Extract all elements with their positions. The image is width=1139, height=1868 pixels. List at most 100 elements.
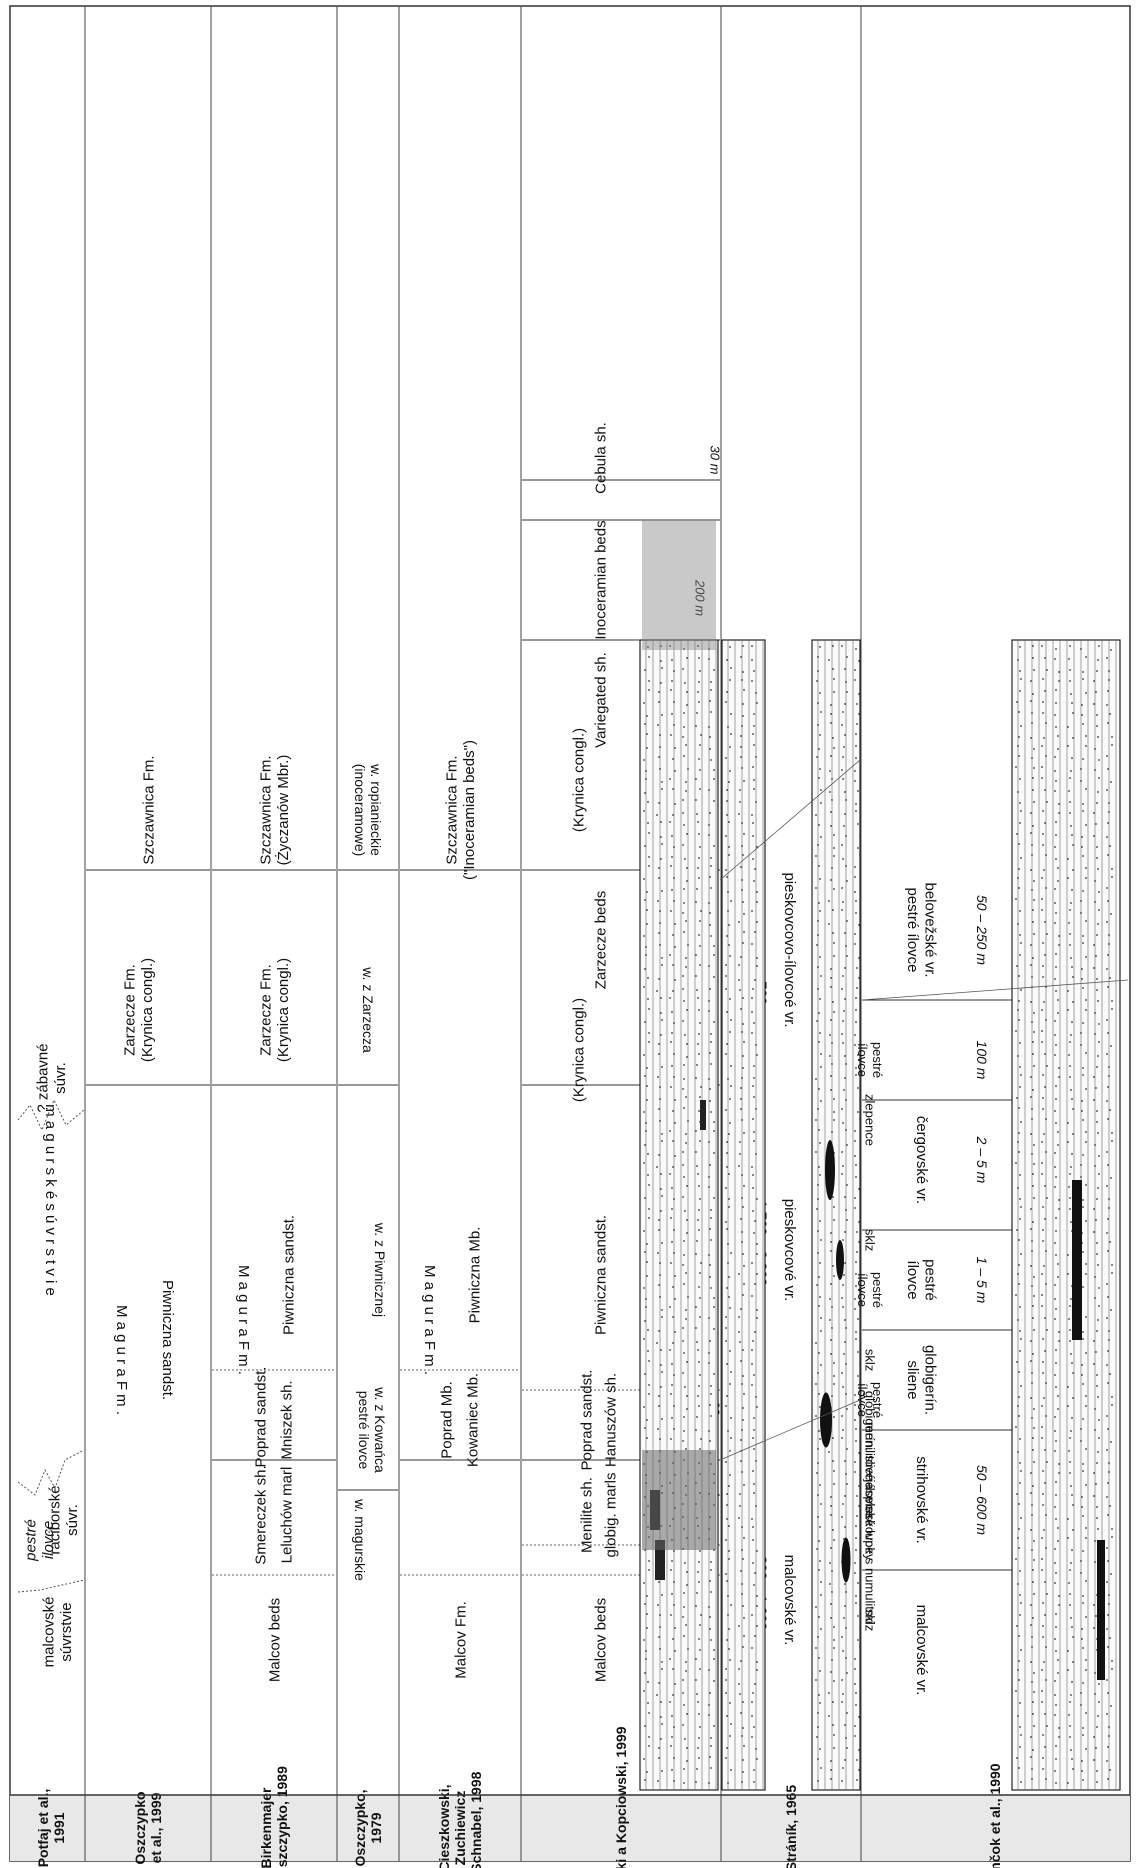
svg-text:Oszczypkoet al., 1999: Oszczypkoet al., 1999 (132, 1791, 164, 1864)
svg-text:Zarzecze beds: Zarzecze beds (592, 891, 609, 989)
unit-label: Poprad Mb. (438, 1381, 455, 1459)
svg-text:Piwniczna sandst.: Piwniczna sandst. (280, 1215, 297, 1335)
svg-text:Smereczek sh.: Smereczek sh. (252, 1465, 269, 1564)
svg-text:(Krynica congl.): (Krynica congl.) (570, 728, 587, 832)
svg-text:w. z Piwnicznej: w. z Piwnicznej (372, 1222, 388, 1317)
unit-label: Hanuszów sh. (602, 1373, 619, 1467)
svg-text:Malcov Fm.: Malcov Fm. (452, 1601, 469, 1679)
column-header: Jankowski a Kopciowski, 1999 (613, 1726, 629, 1868)
svg-text:Poprad sandst.: Poprad sandst. (252, 1367, 269, 1468)
svg-text:Piwniczna sandst.: Piwniczna sandst. (592, 1215, 609, 1335)
svg-text:Szczawnica Fm.("Inoceramian be: Szczawnica Fm.("Inoceramian beds") (444, 740, 478, 880)
svg-text:Leluchów marl: Leluchów marl (278, 1467, 295, 1564)
unit-label: Piwniczna Mb. (466, 1227, 483, 1324)
svg-text:w. ropianieckie(inoceramowe): w. ropianieckie(inoceramowe) (352, 763, 384, 856)
unit-label: pieskovcovo-ílovcoé vr. (781, 872, 798, 1027)
stranik-annotation: zlepence (862, 1094, 877, 1146)
svg-text:? zábavnésúvr.: ? zábavnésúvr. (35, 1043, 69, 1112)
unit-label: Malcov beds (592, 1598, 609, 1682)
svg-text:M a g u r a F: M a g u r a F m . (113, 1305, 130, 1415)
unit-label: (Krynica congl.) (570, 998, 587, 1102)
svg-text:Kowaniec Mb.: Kowaniec Mb. (464, 1373, 481, 1467)
unit-label: M a g u r a F m . (235, 1265, 252, 1375)
unit-thickness: 50 – 600 m (974, 1465, 990, 1535)
svg-text:50 – 250 m: 50 – 250 m (974, 895, 990, 965)
svg-text:M a g u r a F: M a g u r a F m . (421, 1265, 438, 1375)
svg-text:Hanuszów sh.: Hanuszów sh. (602, 1373, 619, 1467)
svg-text:malcovské vr.: malcovské vr. (781, 1555, 798, 1646)
unit-label: Piwniczna sandst. (592, 1215, 609, 1335)
svg-text:Malcov beds: Malcov beds (266, 1598, 283, 1682)
unit-label: Smereczek sh. (252, 1465, 269, 1564)
svg-text:w. magurskie: w. magurskie (352, 1498, 368, 1581)
svg-text:1 – 5 m: 1 – 5 m (974, 1257, 990, 1304)
svg-text:Zarzecze Fm.(Krynica congl.): Zarzecze Fm.(Krynica congl.) (122, 958, 156, 1062)
svg-text:globigerín.sliene: globigerín.sliene (904, 1345, 938, 1415)
unit-label: malcovskésúvrstvie (41, 1597, 75, 1668)
unit-label: w. z Zarzecza (360, 966, 376, 1053)
svg-text:Poprad Mb.: Poprad Mb. (438, 1381, 455, 1459)
unit-thickness: 100 m (974, 1041, 990, 1080)
unit-thickness: 30 m (707, 446, 722, 475)
svg-text:Stráník, 1965: Stráník, 1965 (783, 1785, 799, 1868)
unit-label: (Krynica congl.) (570, 728, 587, 832)
jankowski-log (640, 520, 718, 1790)
svg-text:Piwniczna Mb.: Piwniczna Mb. (466, 1227, 483, 1324)
unit-label: strihovské vr. (913, 1456, 930, 1544)
unit-label: Mniszek sh. (278, 1380, 295, 1459)
unit-label: Menilite sh. (578, 1477, 595, 1553)
unit-label: malcovské vr. (913, 1605, 930, 1696)
unit-label: Szczawnica Fm. (140, 755, 157, 864)
unit-label: Malcov beds (266, 1598, 283, 1682)
svg-text:Nemčok et al., 1990: Nemčok et al., 1990 (987, 1763, 1003, 1868)
unit-label: Malcov Fm. (452, 1601, 469, 1679)
unit-label: Zarzecze Fm.(Krynica congl.) (122, 958, 156, 1062)
svg-text:čergovské vr.: čergovské vr. (913, 1116, 930, 1204)
svg-text:w. z Kowańcapestré ilovce: w. z Kowańcapestré ilovce (356, 1386, 388, 1473)
unit-label: pieskovcové vr. (781, 1199, 798, 1302)
svg-text:belovežské vr.pestré ílovce: belovežské vr.pestré ílovce (904, 882, 938, 977)
unit-label: čergovské vr. (913, 1116, 930, 1204)
unit-label: M a g u r a F m . (113, 1305, 130, 1415)
stranik-column-bg (722, 640, 765, 1790)
svg-text:pestréílovce: pestréílovce (904, 1259, 938, 1301)
unit-label: Szczawnica Fm.("Inoceramian beds") (444, 740, 478, 880)
stranik-annotation: sklz (862, 1229, 877, 1251)
svg-text:Malcov beds: Malcov beds (592, 1598, 609, 1682)
unit-label: belovežské vr.pestré ílovce (904, 882, 938, 977)
stranik-log (812, 640, 861, 1790)
unit-label: w. z Kowańcapestré ilovce (356, 1386, 388, 1473)
svg-text:zlepence: zlepence (862, 1094, 877, 1146)
column-header: Stráník, 1965 (783, 1785, 799, 1868)
svg-text:Piwniczna sandst.: Piwniczna sandst. (159, 1280, 176, 1400)
svg-text:m a g u r s k é s ú v r s t: m a g u r s k é s ú v r s t v i e (42, 1104, 59, 1296)
svg-text:Birkenmajera Oszczypko, 1989: Birkenmajera Oszczypko, 1989 (258, 1766, 290, 1868)
unit-thickness: 2 – 5 m (974, 1136, 990, 1184)
column-header: Cieszkowski,Zuchiewicza Schnabel, 1998 (436, 1771, 484, 1868)
svg-text:malcovskésúvrstvie: malcovskésúvrstvie (41, 1597, 75, 1668)
unit-label: Cebula sh. (592, 422, 609, 494)
svg-text:pestréílovce: pestréílovce (855, 1042, 885, 1078)
svg-text:Inoceramian beds: Inoceramian beds (592, 520, 609, 639)
unit-label: w. ropianieckie(inoceramowe) (352, 763, 384, 856)
unit-label: Zarzecze Fm.(Krynica congl.) (258, 958, 292, 1062)
stranik-annotation: pestréílovce (855, 1042, 885, 1078)
svg-text:Szczawnica Fm.(Życzanów Mbr.): Szczawnica Fm.(Życzanów Mbr.) (258, 755, 292, 866)
unit-label: malcovské vr. (781, 1555, 798, 1646)
svg-text:50 – 600 m: 50 – 600 m (974, 1465, 990, 1535)
unit-thickness: 50 – 250 m (974, 895, 990, 965)
unit-label: pestréílovce (904, 1259, 938, 1301)
figure-border (10, 6, 1130, 1861)
unit-label: Poprad sandst. (578, 1370, 595, 1471)
column-header: Oszczypkoet al., 1999 (132, 1791, 164, 1864)
unit-label: Kowaniec Mb. (464, 1373, 481, 1467)
svg-text:sklz: sklz (862, 1229, 877, 1251)
svg-text:sklz: sklz (862, 1349, 877, 1371)
unit-label: Szczawnica Fm.(Życzanów Mbr.) (258, 755, 292, 866)
svg-text:Poprad sandst.: Poprad sandst. (578, 1370, 595, 1471)
svg-text:strihovské vr.: strihovské vr. (913, 1456, 930, 1544)
unit-label: Poprad sandst. (252, 1367, 269, 1468)
svg-text:w. z Zarzecza: w. z Zarzecza (360, 966, 376, 1053)
